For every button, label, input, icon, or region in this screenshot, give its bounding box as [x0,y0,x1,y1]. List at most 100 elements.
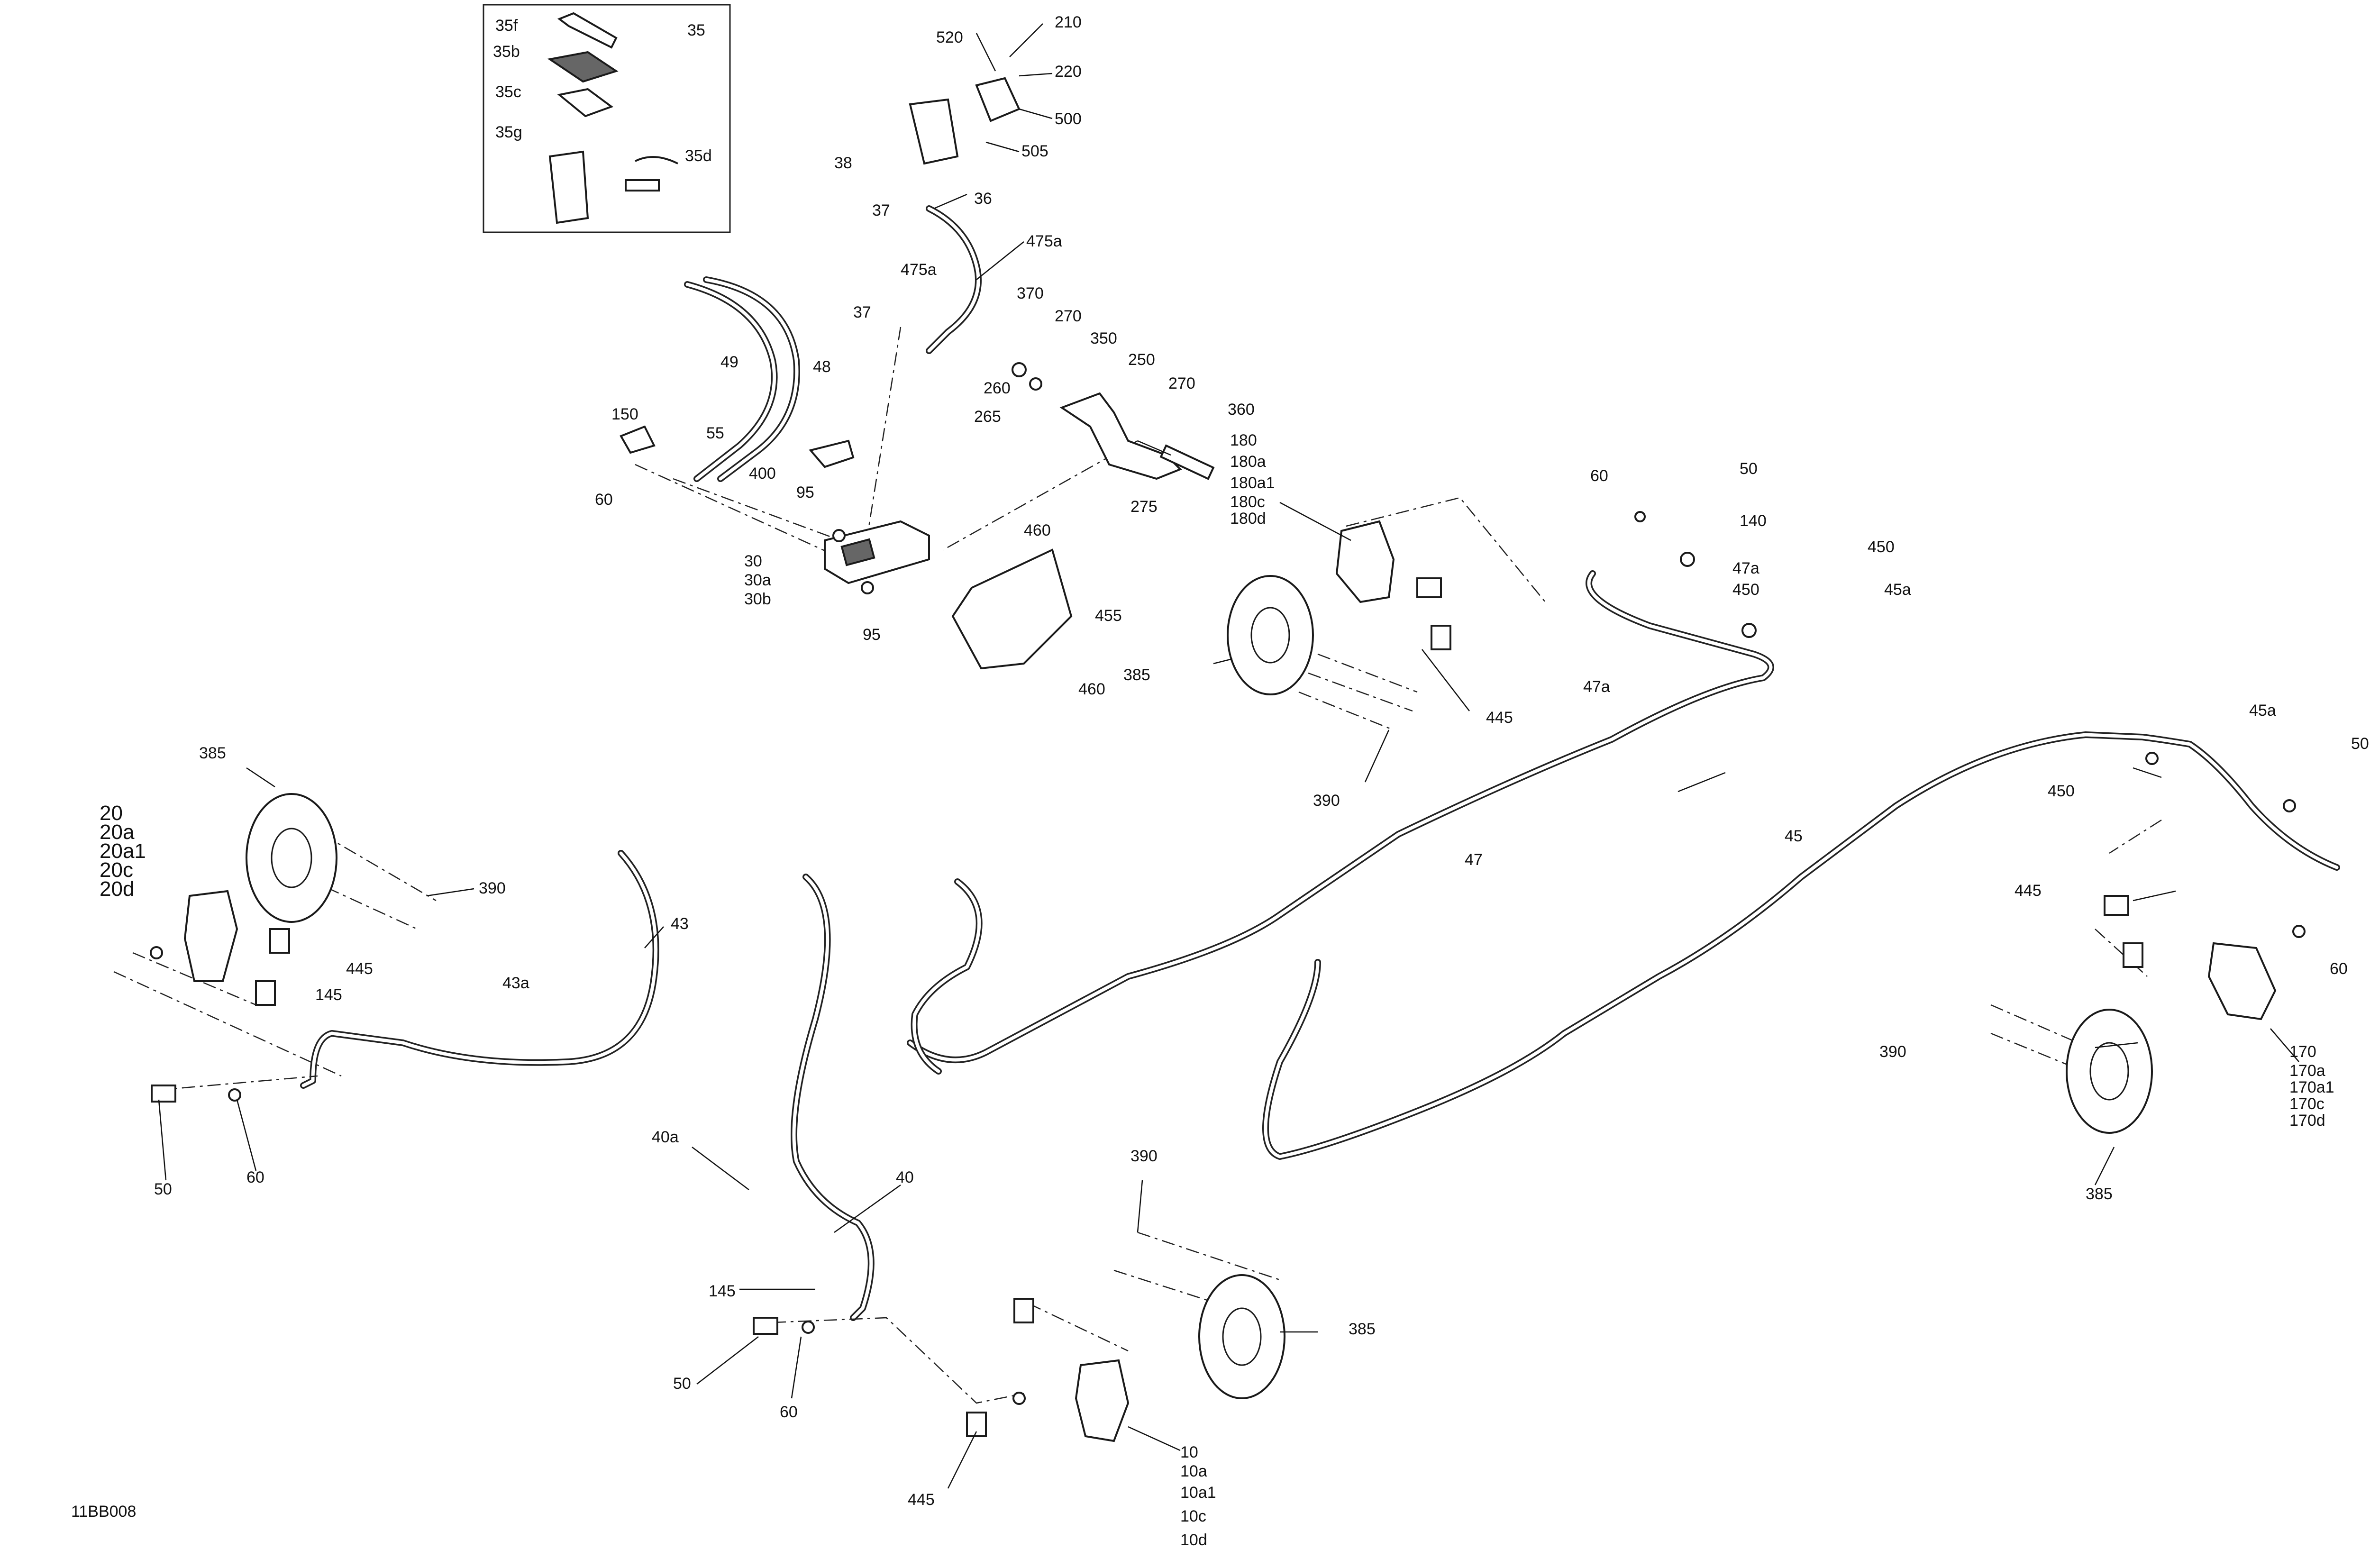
callout-170c: 170c [2289,1095,2324,1113]
callout-20a1: 20a1 [100,839,146,863]
callout-145-left: 145 [315,986,342,1004]
callout-47a-top: 47a [1732,559,1759,577]
callout-40a: 40a [652,1128,679,1146]
hardware [150,362,2306,1437]
callout-170a: 170a [2289,1062,2325,1080]
callout-150: 150 [611,405,638,423]
reservoir-diaphragm [557,88,614,118]
callout-460-top: 460 [1024,521,1051,539]
callout-445-left: 445 [346,960,373,978]
disc-385-d [1198,1274,1285,1399]
callout-500: 500 [1055,110,1082,128]
callout-265: 265 [974,408,1001,426]
callout-50-far-right: 50 [2351,735,2369,753]
callout-43: 43 [671,915,689,933]
callout-385-upper: 385 [1123,666,1150,684]
brake-lines [300,205,2340,1321]
callout-390-right: 390 [1879,1043,1906,1061]
callout-95-lower: 95 [863,626,881,644]
callout-50-left: 50 [154,1180,172,1198]
callout-38: 38 [834,154,852,172]
callout-95-upper: 95 [796,483,814,501]
callout-60-bottom: 60 [780,1403,798,1421]
callout-385-left: 385 [199,744,226,762]
callout-270-right: 270 [1168,374,1195,392]
disc-385-c [246,793,337,923]
callout-30: 30 [744,552,762,570]
reservoir-inset [483,4,731,233]
callout-20: 20 [100,802,123,825]
caliper-170 [2207,942,2277,1021]
assembly-lines [113,327,2162,1404]
callout-460-bottom: 460 [1078,680,1105,698]
callout-20a: 20a [100,820,135,844]
callout-45a-right: 45a [1884,581,1911,599]
callout-270-top: 270 [1055,307,1082,325]
callout-47: 47 [1465,851,1483,869]
callout-35: 35 [687,21,705,39]
leader-lines [158,23,2299,1489]
master-cylinder [824,520,930,584]
callout-170: 170 [2289,1043,2316,1061]
callout-60-right-top: 60 [1590,467,1608,485]
callout-455: 455 [1095,607,1122,625]
callout-250: 250 [1128,351,1155,369]
callout-180a1: 180a1 [1230,474,1275,492]
callout-50-bottom: 50 [673,1375,691,1393]
reservoir-strap [557,12,618,49]
callout-505: 505 [1021,142,1048,160]
callout-445-right: 445 [2014,882,2042,900]
callout-180a: 180a [1230,453,1266,471]
callout-50-right-top: 50 [1740,460,1758,478]
callout-360: 360 [1228,401,1255,419]
callout-20c: 20c [100,858,133,882]
callout-35d: 35d [685,147,712,165]
callout-30b: 30b [744,590,771,608]
callout-475a-right: 475a [1026,232,1062,250]
callout-60-far-right: 60 [2330,960,2348,978]
caliper-20 [183,890,238,982]
disc-385-b [2066,1009,2153,1134]
callout-445-bottom: 445 [908,1491,935,1509]
callout-180: 180 [1230,431,1257,449]
callout-40: 40 [896,1168,914,1186]
callout-390-bottom: 390 [1130,1147,1158,1165]
reservoir-cap [547,51,619,83]
reservoir-body [548,150,589,224]
callout-390-left: 390 [479,879,506,897]
reservoir-fitting [625,179,660,191]
calipers [183,520,2277,1442]
callout-55: 55 [706,424,724,442]
callout-210: 210 [1055,13,1082,31]
callout-450-right: 450 [1868,538,1895,556]
callout-10c: 10c [1180,1507,1206,1525]
reservoir-main [909,98,959,165]
switch-400 [809,439,855,468]
callout-10d: 10d [1180,1531,1207,1549]
callout-145-bottom: 145 [709,1282,736,1300]
callout-140: 140 [1740,512,1767,530]
callout-45: 45 [1785,827,1803,845]
callout-400: 400 [749,465,776,483]
pedal-shaft [1159,444,1215,480]
callout-275: 275 [1130,498,1158,516]
callout-37-top: 37 [872,201,890,219]
callout-10a1: 10a1 [1180,1484,1216,1502]
callout-20d: 20d [100,877,134,901]
callout-36: 36 [974,190,992,208]
reservoir-hose-clip [635,156,678,164]
callout-43a: 43a [502,974,529,992]
callout-10: 10 [1180,1443,1198,1461]
callout-45a-far-right: 45a [2249,702,2276,720]
callout-35g: 35g [495,123,522,141]
heat-shield-455 [951,548,1073,670]
callout-35f: 35f [495,17,518,35]
callout-220: 220 [1055,63,1082,81]
callout-520: 520 [936,28,963,46]
brake-discs [246,575,2153,1399]
callout-35c: 35c [495,83,521,101]
sensor-150 [620,425,656,454]
callout-450-mid: 450 [1732,581,1759,599]
callout-10a: 10a [1180,1462,1207,1480]
